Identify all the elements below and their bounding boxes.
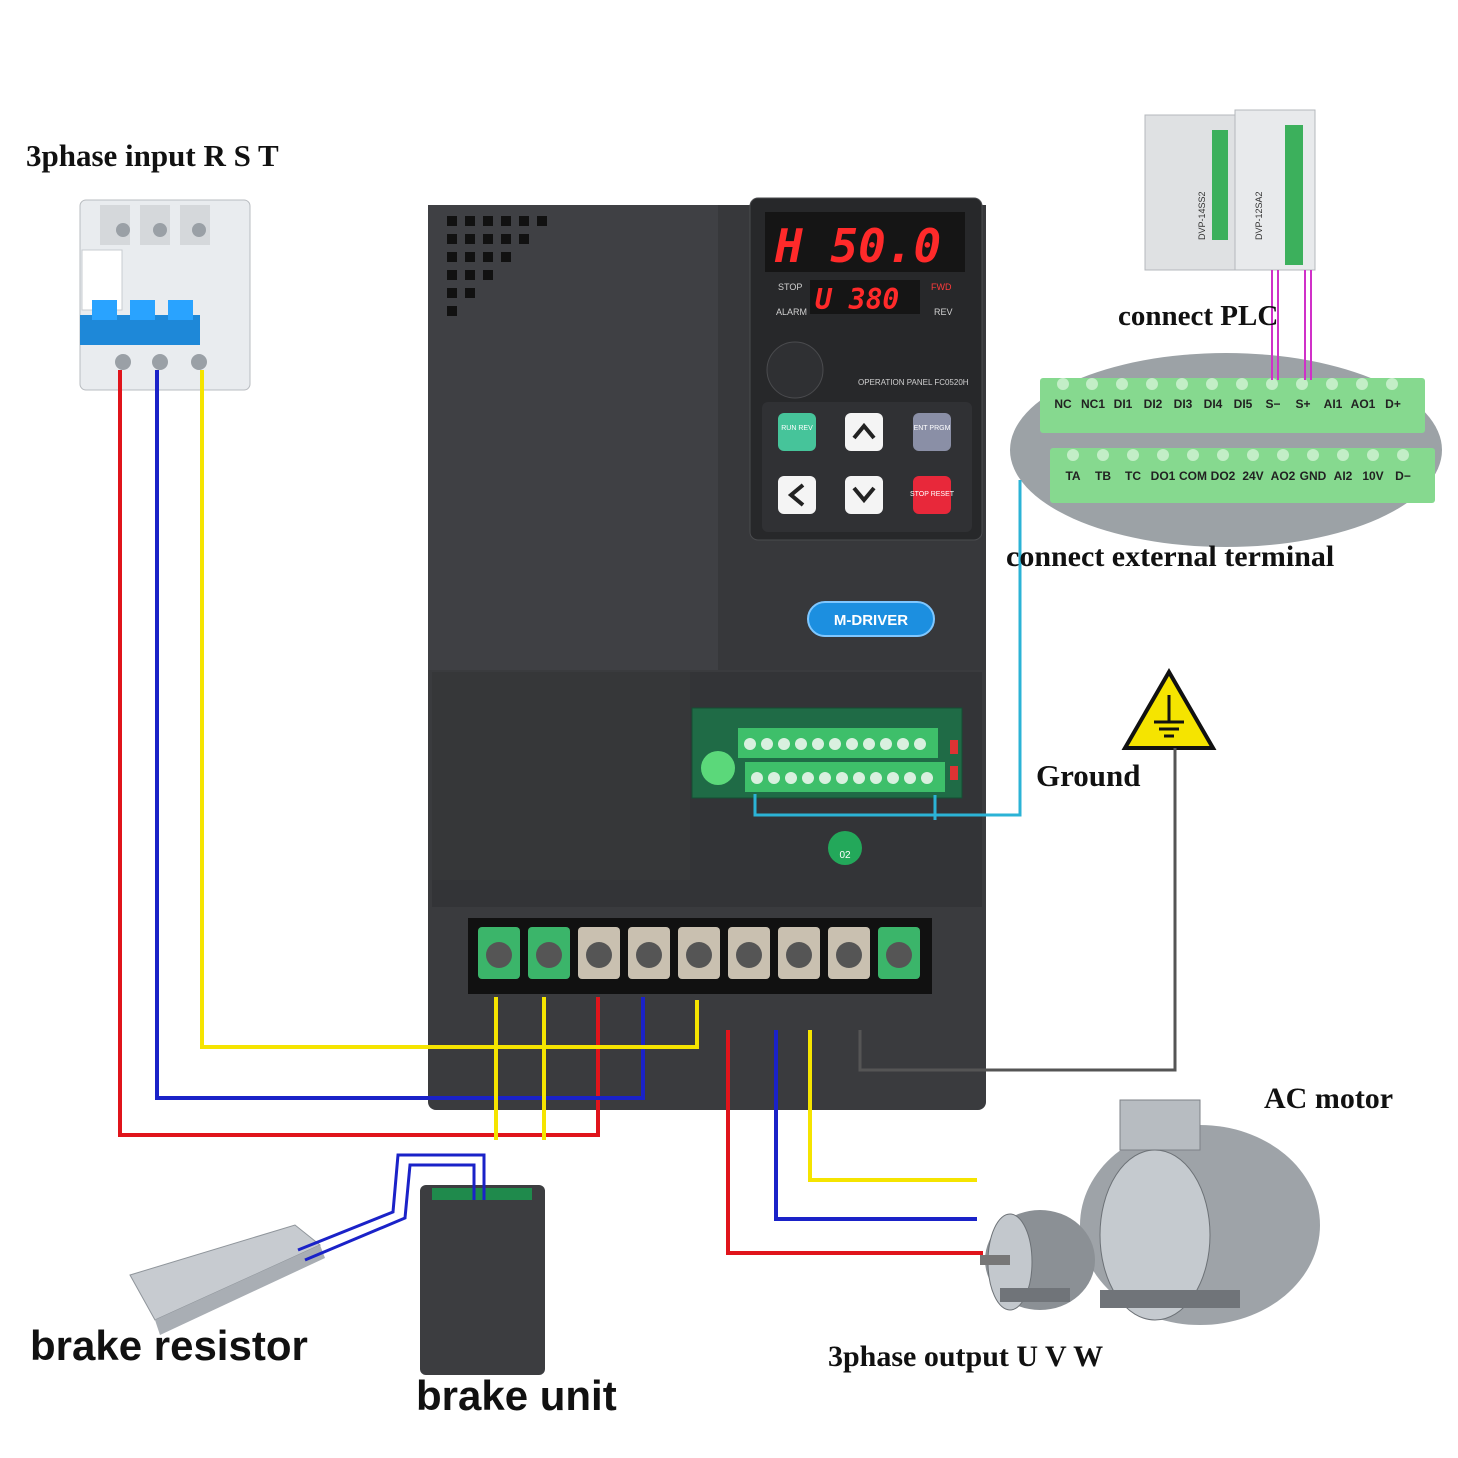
terminal-top-11: D+ [1385,397,1401,411]
run-rev-button[interactable]: RUN REV [778,413,816,451]
inspection-badge: 02 [828,831,862,865]
terminal-bottom-5: DO2 [1211,469,1236,483]
wire-phase-r [118,370,983,1255]
terminal-top-5: DI4 [1204,397,1223,411]
brake-unit [420,1185,545,1375]
terminal-bottom-7: AO2 [1271,469,1296,483]
terminal-bottom-3: DO1 [1151,469,1176,483]
terminal-top-6: DI5 [1234,397,1253,411]
label-output: 3phase output U V W [828,1340,1104,1373]
left-button[interactable] [778,476,816,514]
label-plc: connect PLC [1118,300,1279,332]
stop-reset-button[interactable]: STOP RESET [910,476,955,514]
terminal-top-7: S− [1265,397,1280,411]
wire-plc [1271,270,1312,380]
label-brake-resistor: brake resistor [30,1322,308,1369]
display-main: H 50.0 [774,219,941,273]
terminal-top-8: S+ [1295,397,1310,411]
terminal-bottom-9: AI2 [1334,469,1353,483]
up-arrow-icon [852,422,876,440]
terminal-top-4: DI3 [1174,397,1193,411]
terminal-bottom-10: 10V [1362,469,1383,483]
label-ground: Ground [1036,758,1141,793]
ent-prgm-label: ENT PRGM [914,425,951,432]
badge-text: 02 [839,850,851,861]
terminal-bottom-0: TA [1065,469,1080,483]
control-board [691,707,963,799]
ac-motor [980,1099,1320,1325]
terminal-top-9: AI1 [1324,397,1343,411]
terminal-bottom-6: 24V [1242,469,1263,483]
terminal-bottom-4: COM [1179,469,1207,483]
terminal-bottom-8: GND [1300,469,1327,483]
terminal-top-3: DI2 [1144,397,1163,411]
plc-module-1: DVP-14SS2 [1197,191,1207,240]
terminal-bottom-11: D− [1395,469,1411,483]
run-rev-label: RUN REV [781,425,813,432]
display-sub: U 380 [815,283,899,316]
external-terminal-closeup: NC NC1 DI1 DI2 DI3 DI4 DI5 S− S+ AI1 AO1 D+ TA TB TC D… [1010,353,1442,547]
fwd-indicator: FWD [931,282,952,292]
circuit-breaker [79,199,251,391]
terminal-bottom-2: TC [1125,469,1141,483]
label-motor: AC motor [1264,1082,1394,1115]
stop-reset-label: STOP RESET [910,491,955,498]
alarm-indicator: ALARM [776,307,807,317]
brake-resistor [129,1224,325,1335]
brand-logo: M-DRIVER [807,601,935,637]
terminal-top-10: AO1 [1351,397,1376,411]
wire-phase-t [200,370,977,1182]
wire-signal [753,480,1022,820]
terminal-bottom-1: TB [1095,469,1111,483]
terminal-top-0: NC [1054,397,1072,411]
label-input: 3phase input R S T [26,138,279,173]
down-button[interactable] [845,476,883,514]
panel-model: OPERATION PANEL FC0520H [858,378,969,387]
ground-warning-icon [1121,668,1217,750]
up-button[interactable] [845,413,883,451]
knob-icon[interactable] [766,341,824,399]
ent-prgm-button[interactable]: ENT PRGM [913,413,951,451]
down-arrow-icon [852,486,876,504]
left-arrow-icon [787,483,805,507]
plc-device: DVP-14SS2 DVP-12SA2 [1144,109,1316,271]
label-external: connect external terminal [1006,540,1335,573]
plc-module-2: DVP-12SA2 [1254,191,1264,240]
wire-ground [858,748,1177,1072]
rev-indicator: REV [934,307,953,317]
terminal-top-1: NC1 [1081,397,1105,411]
stop-indicator: STOP [778,282,802,292]
power-terminal-block [468,918,932,994]
wire-brake [297,1153,486,1262]
label-brake-unit: brake unit [416,1372,617,1419]
operation-panel: H 50.0 U 380 STOP ALARM FWD REV OPERATIO… [749,197,983,541]
brand-text: M-DRIVER [834,612,908,629]
terminal-top-2: DI1 [1114,397,1133,411]
